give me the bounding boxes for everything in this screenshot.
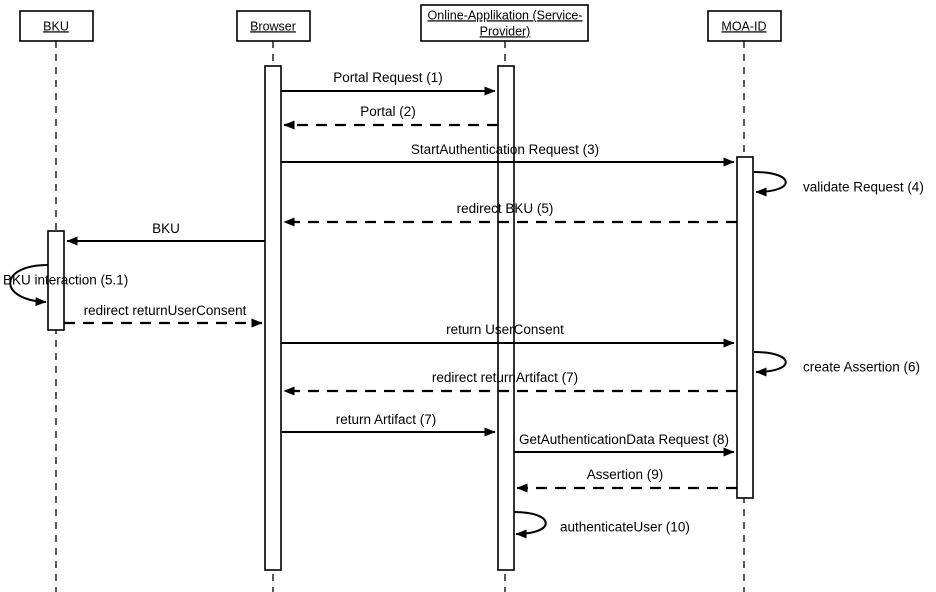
activation-bar-oa[interactable] bbox=[497, 65, 515, 571]
message-return-artifact[interactable]: return Artifact (7) bbox=[281, 412, 496, 437]
activation-bar-bku[interactable] bbox=[47, 230, 65, 331]
message-bku-interaction[interactable]: BKU interaction (5.1) bbox=[3, 264, 128, 307]
message-label-redirect-returnuserconsent: redirect returnUserConsent bbox=[84, 303, 247, 318]
message-selfloop-bku-interaction bbox=[9, 264, 49, 307]
message-return-userconsent[interactable]: return UserConsent bbox=[281, 322, 735, 348]
lifeline-label-browser: Browser bbox=[250, 19, 296, 33]
lifeline-label-bku: BKU bbox=[43, 19, 69, 33]
message-label-bku-interaction: BKU interaction (5.1) bbox=[3, 273, 128, 288]
lifeline-label-oa-line2: Provider) bbox=[480, 24, 531, 38]
lifeline-box-moaid[interactable] bbox=[707, 10, 782, 42]
message-portal-request[interactable]: Portal Request (1) bbox=[281, 70, 496, 96]
lifeline-label-moaid: MOA-ID bbox=[721, 19, 766, 33]
message-bku[interactable]: BKU bbox=[66, 221, 265, 246]
lifeline-header-online-applikation[interactable]: Online-Applikation (Service- Provider) bbox=[420, 4, 589, 42]
message-assertion[interactable]: Assertion (9) bbox=[516, 467, 737, 493]
message-label-validate-request: validate Request (4) bbox=[803, 180, 924, 195]
message-create-assertion[interactable]: create Assertion (6) bbox=[753, 351, 920, 377]
message-validate-request[interactable]: validate Request (4) bbox=[753, 171, 924, 197]
activation-bar-browser[interactable] bbox=[264, 65, 282, 571]
lifeline-box-bku[interactable] bbox=[19, 10, 94, 42]
message-label-redirect-returnartifact: redirect returnArtifact (7) bbox=[432, 370, 578, 385]
message-label-getauthenticationdata-request: GetAuthenticationData Request (8) bbox=[519, 432, 729, 447]
message-label-create-assertion: create Assertion (6) bbox=[803, 360, 920, 375]
message-startauthentication-request[interactable]: StartAuthentication Request (3) bbox=[281, 142, 735, 167]
message-label-bku: BKU bbox=[152, 221, 180, 236]
message-getauthenticationdata-request[interactable]: GetAuthenticationData Request (8) bbox=[514, 432, 735, 457]
lifeline-header-bku[interactable]: BKU bbox=[19, 10, 94, 42]
message-authenticateuser[interactable]: authenticateUser (10) bbox=[513, 511, 690, 539]
lifeline-label-oa-line1: Online-Applikation (Service- bbox=[428, 8, 583, 22]
message-label-assertion: Assertion (9) bbox=[587, 467, 664, 482]
message-label-portal-request: Portal Request (1) bbox=[333, 70, 443, 85]
message-label-portal: Portal (2) bbox=[360, 104, 416, 119]
lifeline-box-browser[interactable] bbox=[236, 10, 311, 42]
activation-bars bbox=[47, 65, 754, 571]
message-selfloop-create-assertion bbox=[753, 351, 787, 377]
message-portal[interactable]: Portal (2) bbox=[283, 104, 498, 130]
message-label-authenticateuser: authenticateUser (10) bbox=[560, 520, 690, 535]
lifeline-header-browser[interactable]: Browser bbox=[236, 10, 311, 42]
message-redirect-returnartifact[interactable]: redirect returnArtifact (7) bbox=[283, 370, 737, 396]
message-label-return-artifact: return Artifact (7) bbox=[336, 412, 437, 427]
message-redirect-bku[interactable]: redirect BKU (5) bbox=[283, 201, 737, 227]
message-label-return-userconsent: return UserConsent bbox=[446, 322, 564, 337]
lifeline-box-oa[interactable] bbox=[420, 4, 589, 42]
lifeline-header-moa-id[interactable]: MOA-ID bbox=[707, 10, 782, 42]
message-selfloop-authenticateuser bbox=[513, 511, 547, 539]
message-redirect-returnuserconsent[interactable]: redirect returnUserConsent bbox=[64, 303, 263, 328]
message-label-startauthentication-request: StartAuthentication Request (3) bbox=[411, 142, 599, 157]
message-selfloop-validate-request bbox=[753, 171, 787, 197]
message-label-redirect-bku: redirect BKU (5) bbox=[457, 201, 554, 216]
activation-bar-moaid[interactable] bbox=[736, 156, 754, 499]
